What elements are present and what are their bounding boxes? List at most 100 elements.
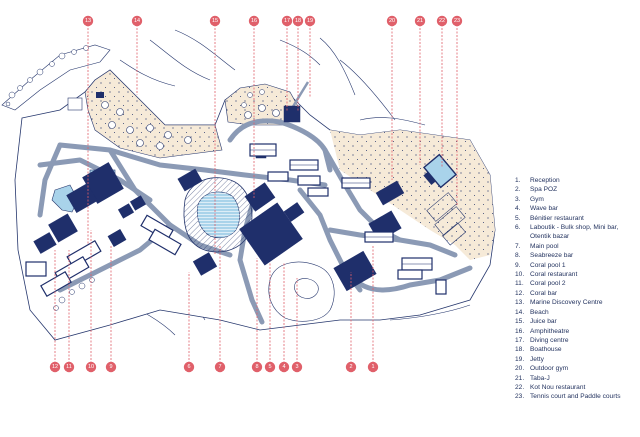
legend-item: 5. Bénitier restaurant [515, 214, 639, 223]
beach-hut [96, 92, 104, 98]
legend-item-number: 23. [515, 393, 525, 401]
legend-item: 4. Wave bar [515, 204, 639, 213]
pin-marker-3[interactable] [291, 361, 303, 373]
pin-marker-10[interactable] [85, 361, 97, 373]
pin-label: 6 [187, 364, 190, 370]
legend-item: 12.Coral bar [515, 289, 639, 298]
legend-item: 14. Beach [515, 308, 639, 317]
legend-item-label: Bénitier restaurant [530, 214, 584, 222]
pin-marker-8[interactable] [251, 361, 263, 373]
legend-item-label: Coral bar [530, 289, 558, 297]
marine-centre-outline [67, 97, 83, 111]
legend-item-number [515, 232, 530, 241]
pin-label: 4 [282, 364, 285, 370]
pin-marker-23[interactable] [451, 15, 463, 27]
legend-item-label: Kot Nou restaurant [530, 383, 586, 391]
legend-item-number: 2. [515, 186, 521, 194]
legend-item-label: Coral pool 2 [530, 280, 566, 288]
legend-item: 18.Boathouse [515, 345, 639, 354]
legend-item: 10.Coral restaurant [515, 270, 639, 279]
legend-item: 17.Diving centre [515, 336, 639, 345]
legend-item-label: Tennis court and Paddle courts [530, 393, 621, 401]
pin-marker-15[interactable] [209, 15, 221, 27]
legend-item: 8. Seabreeze bar [515, 251, 639, 260]
legend-item-label: Laboutik - Bulk shop, Mini bar, [530, 224, 619, 232]
pin-marker-11[interactable] [63, 361, 75, 373]
pin-marker-17[interactable] [281, 15, 293, 27]
trees [101, 101, 280, 150]
legend-item-label: Gym [530, 195, 544, 203]
pin-label: 8 [255, 364, 258, 370]
legend-item-label: Amphitheatre [530, 327, 570, 335]
pin-marker-7[interactable] [214, 361, 226, 373]
legend-item-number: 22. [515, 383, 525, 391]
pin-marker-21[interactable] [414, 15, 426, 27]
legend-item-number: 16. [515, 327, 525, 335]
pin-marker-18[interactable] [292, 15, 304, 27]
legend-item-number: 19. [515, 355, 525, 363]
pin-marker-14[interactable] [131, 15, 143, 27]
sand-zone-north-dots [85, 70, 222, 158]
pin-label: 23 [454, 18, 460, 24]
legend-item-number: 4. [515, 205, 521, 213]
pin-label: 12 [52, 364, 58, 370]
pin-marker-5[interactable] [264, 361, 276, 373]
legend-item: 9. Coral pool 1 [515, 261, 639, 270]
legend-item-number: 9. [515, 261, 521, 269]
pin-marker-2[interactable] [345, 361, 357, 373]
legend-item-number: 20. [515, 365, 525, 373]
legend-item-label: Seabreeze bar [530, 252, 574, 260]
legend-item-number: 14. [515, 308, 525, 316]
legend-item: 16. Amphitheatre [515, 327, 639, 336]
legend-item: 13.Marine Discovery Centre [515, 298, 639, 307]
legend-item: 1.Reception [515, 176, 639, 185]
legend-item-label: Beach [530, 308, 549, 316]
pin-label: 13 [85, 18, 91, 24]
legend-item-label: Coral pool 1 [530, 261, 566, 269]
pin-marker-19[interactable] [304, 15, 316, 27]
pin-marker-12[interactable] [49, 361, 61, 373]
legend-item-label: Boathouse [530, 346, 562, 354]
pin-label: 9 [109, 364, 112, 370]
legend-item: 22. Kot Nou restaurant [515, 383, 639, 392]
pin-label: 22 [439, 18, 445, 24]
pin-label: 10 [88, 364, 94, 370]
legend-item-number: 11. [515, 280, 524, 288]
pin-marker-1[interactable] [367, 361, 379, 373]
legend-item: 20. Outdoor gym [515, 364, 639, 373]
pin-marker-22[interactable] [436, 15, 448, 27]
legend-item-label: Marine Discovery Centre [530, 299, 603, 307]
pin-label: 18 [295, 18, 301, 24]
legend-item: 19.Jetty [515, 355, 639, 364]
pin-marker-20[interactable] [386, 15, 398, 27]
pin-marker-4[interactable] [278, 361, 290, 373]
pin-label: 5 [268, 364, 271, 370]
pin-marker-16[interactable] [248, 15, 260, 27]
villa-stripes [250, 149, 432, 265]
legend-item-label: Juice bar [530, 318, 557, 326]
main-pool-stripes [197, 191, 240, 238]
legend-item-label: Outdoor gym [530, 365, 569, 373]
legend-item-number: 5. [515, 214, 521, 222]
pin-label: 20 [389, 18, 395, 24]
pin-label: 3 [295, 364, 298, 370]
outdoor-gym [422, 153, 458, 189]
legend-item-number: 8. [515, 252, 521, 260]
legend-item-label: Otentik bazar [530, 233, 570, 241]
pin-label: 15 [212, 18, 218, 24]
legend-item-number: 17. [515, 336, 525, 344]
pin-marker-6[interactable] [183, 361, 195, 373]
legend-item-number: 21. [515, 374, 525, 382]
legend-item: 23. Tennis court and Paddle courts [515, 392, 639, 401]
spa-pond [294, 278, 319, 299]
pin-marker-13[interactable] [82, 15, 94, 27]
pin-marker-9[interactable] [105, 361, 117, 373]
legend-item: 21.Taba-J [515, 374, 639, 383]
pin-label: 11 [66, 364, 72, 370]
legend-item-number: 3. [515, 195, 521, 203]
legend-item-label: Wave bar [530, 205, 558, 213]
sand-zone-east-dots [330, 130, 495, 260]
